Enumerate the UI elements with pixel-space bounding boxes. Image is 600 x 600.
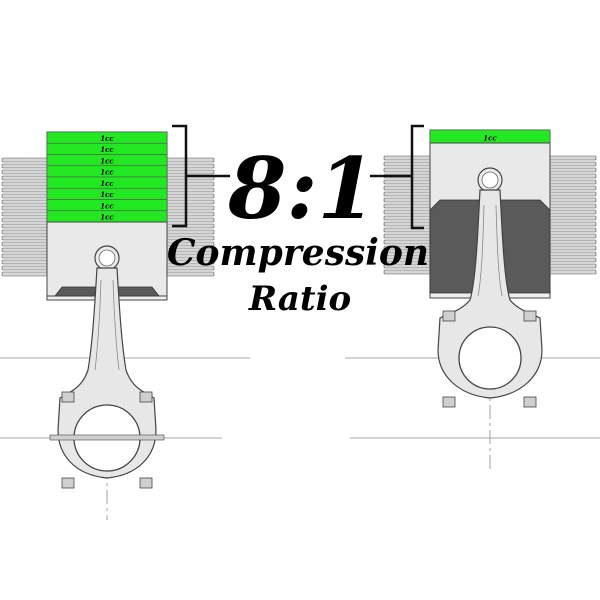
left-bolt-top-left — [61, 391, 75, 403]
left-bracket — [172, 124, 230, 228]
left-bolt-top-right — [139, 391, 153, 403]
right-crank-bore — [458, 326, 522, 390]
left-chamber-slice-label: 1cc — [100, 156, 114, 165]
left-engine: 1cc 1cc 1cc 1cc 1cc 1cc 1cc 1cc — [1, 124, 230, 489]
left-rod-beam-groove — [94, 279, 120, 371]
left-rod-cap — [49, 434, 165, 441]
right-combustion-chamber: 1cc — [429, 129, 551, 144]
right-chamber-slice-label: 1cc — [483, 134, 497, 143]
left-chamber-slice-label: 1cc — [100, 134, 114, 143]
right-bolt-top-left — [442, 310, 456, 322]
right-engine: 1cc — [370, 124, 597, 408]
left-chamber-slice-label: 1cc — [100, 145, 114, 154]
left-bolt-bottom-left — [61, 477, 75, 489]
right-bolt-bottom-left — [442, 396, 456, 408]
left-bolt-bottom-right — [139, 477, 153, 489]
right-wrist-pin-inner — [481, 171, 499, 189]
left-chamber-slice-label: 1cc — [100, 168, 114, 177]
headline-line1: Compression — [167, 232, 429, 274]
left-wrist-pin-inner — [98, 249, 116, 267]
left-chamber-slice-label: 1cc — [100, 201, 114, 210]
headline-line2: Ratio — [248, 279, 351, 319]
right-bolt-bottom-right — [523, 396, 537, 408]
left-chamber-slice-label: 1cc — [100, 213, 114, 222]
left-chamber-slice-label: 1cc — [100, 179, 114, 188]
ratio-value: 8:1 — [227, 139, 376, 238]
left-combustion-chamber: 1cc 1cc 1cc 1cc 1cc 1cc 1cc 1cc — [46, 131, 168, 223]
right-rod-beam-groove — [477, 204, 503, 297]
right-bracket — [370, 124, 424, 230]
right-bolt-top-right — [523, 310, 537, 322]
left-chamber-slice-label: 1cc — [100, 190, 114, 199]
